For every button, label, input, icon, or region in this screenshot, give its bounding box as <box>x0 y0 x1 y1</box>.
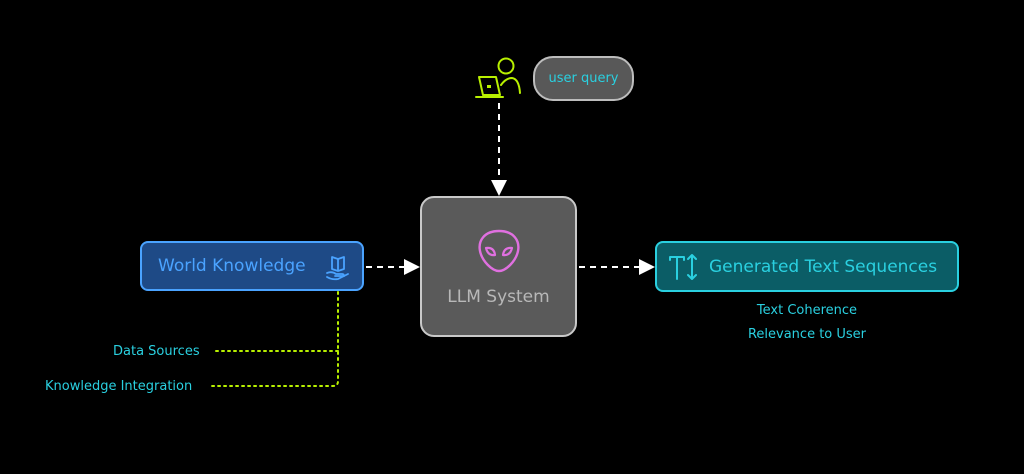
alien-head-icon <box>477 229 520 272</box>
generated-text-label: Generated Text Sequences <box>709 256 938 277</box>
open-book-hand-icon <box>326 256 349 281</box>
relevance-to-user-label: Relevance to User <box>747 327 867 342</box>
world-knowledge-node: World Knowledge <box>140 241 364 291</box>
user-query-node: user query <box>533 56 634 101</box>
llm-system-label: LLM System <box>447 286 550 307</box>
llm-system-node: LLM System <box>420 196 577 337</box>
generated-text-node: Generated Text Sequences <box>655 241 959 292</box>
world-knowledge-label: World Knowledge <box>158 256 306 276</box>
text-height-icon <box>669 253 697 280</box>
user-query-label: user query <box>548 71 619 86</box>
user-laptop-icon <box>475 57 521 98</box>
knowledge-integration-label: Knowledge Integration <box>45 379 193 394</box>
knowledge-branch-line <box>211 291 339 387</box>
text-coherence-label: Text Coherence <box>756 303 858 318</box>
data-sources-label: Data Sources <box>113 344 200 359</box>
